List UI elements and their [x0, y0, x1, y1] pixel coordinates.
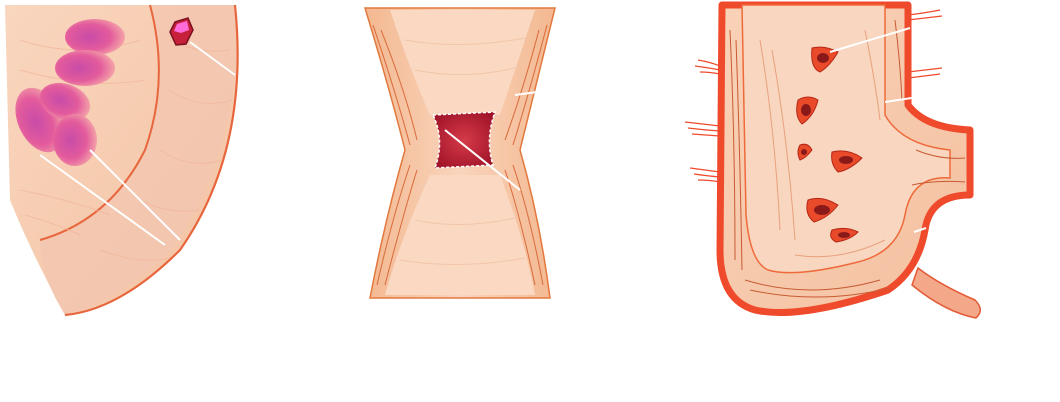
left-panel [0, 0, 250, 330]
leader-lines [39, 41, 236, 246]
lobule-1 [65, 19, 125, 55]
lobule-4 [39, 82, 91, 122]
lumen-lower [385, 175, 535, 295]
lumen-upper [390, 10, 535, 115]
right-panel-drawing [684, 1, 981, 319]
inner-layer [40, 5, 237, 315]
right-panel [680, 0, 990, 330]
external-tufts [684, 9, 943, 183]
pocket-cores [801, 53, 853, 238]
striations [19, 39, 233, 261]
wall-fibers [729, 19, 966, 298]
leader-lines [829, 27, 927, 233]
protrusion [911, 266, 981, 319]
leader-lines [444, 91, 538, 191]
stricture-lesion [431, 111, 497, 169]
small-lesion-highlight [174, 21, 189, 33]
outer-serosa-line [64, 4, 239, 317]
middle-panel [355, 0, 570, 310]
lumen-striations [399, 37, 526, 266]
lobule-5 [53, 114, 97, 166]
inner-lumen [741, 4, 951, 274]
left-panel-drawing [5, 4, 239, 317]
middle-panel-drawing [363, 7, 556, 299]
lobule-2 [55, 50, 115, 86]
inner-edge-line [39, 4, 160, 241]
